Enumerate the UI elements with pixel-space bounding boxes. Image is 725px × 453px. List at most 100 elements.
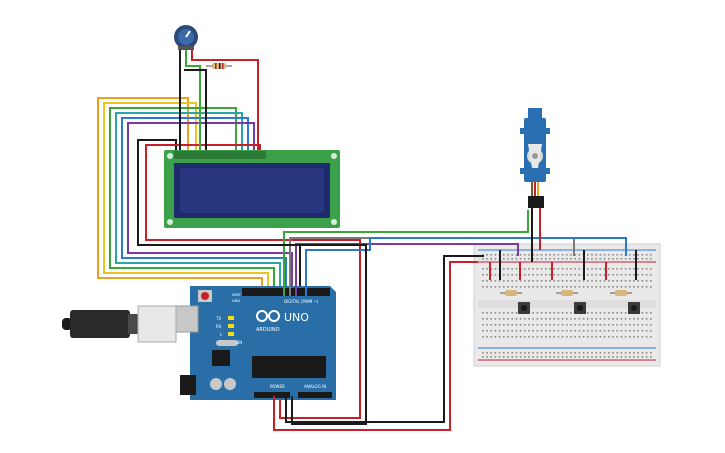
breadboard-hole (482, 280, 484, 282)
breadboard-hole (532, 352, 534, 354)
wire-green-a[interactable] (109, 107, 275, 296)
wire-black-a[interactable] (137, 139, 301, 296)
breadboard-hole (595, 318, 597, 320)
potentiometer[interactable] (174, 25, 198, 50)
breadboard-hole (498, 286, 501, 288)
breadboard-hole (536, 356, 539, 358)
breadboard-hole (612, 324, 614, 326)
breadboard-hole (641, 336, 644, 338)
breadboard-hole (503, 330, 505, 332)
breadboard-hole (498, 318, 501, 320)
breadboard-hole (566, 324, 568, 326)
breadboard-hole (620, 274, 623, 276)
wire-purple-bb[interactable] (295, 243, 519, 296)
breadboard-hole (507, 318, 509, 320)
breadboard-hole (511, 258, 513, 260)
servo-leads (531, 208, 541, 262)
wire-black-gnd-2[interactable] (138, 244, 367, 425)
breadboard-hole (553, 312, 555, 314)
breadboard-hole (536, 286, 539, 288)
breadboard-hole (532, 258, 534, 260)
breadboard-hole (536, 324, 539, 326)
uno-label: UNO (284, 311, 309, 324)
breadboard-hole (528, 324, 530, 326)
wire-yellow[interactable] (103, 102, 269, 296)
breadboard-hole (629, 254, 631, 256)
breadboard-hole (616, 274, 618, 276)
breadboard-hole (519, 324, 522, 326)
wire-purple[interactable] (127, 122, 293, 296)
resistor-2[interactable] (556, 290, 578, 296)
wire-orange[interactable] (97, 97, 263, 296)
breadboard-hole (587, 312, 589, 314)
lcd-display[interactable] (164, 150, 340, 228)
breadboard-hole (536, 336, 539, 338)
breadboard-hole (629, 352, 631, 354)
breadboard-hole (482, 356, 484, 358)
wire-teal[interactable] (115, 112, 281, 296)
breadboard-hole (553, 336, 555, 338)
breadboard-hole (624, 336, 627, 338)
breadboard-hole (595, 312, 597, 314)
breadboard-hole (641, 330, 644, 332)
breadboard-hole (595, 336, 597, 338)
breadboard-hole (566, 286, 568, 288)
breadboard-hole (498, 280, 501, 282)
breadboard-hole (612, 330, 614, 332)
breadboard-hole (587, 356, 589, 358)
wire-pot-green[interactable] (185, 48, 201, 150)
breadboard-hole (603, 280, 606, 282)
breadboard-hole (570, 274, 572, 276)
wire-red-5v[interactable] (273, 261, 478, 431)
breadboard-hole (633, 254, 635, 256)
arduino-board[interactable]: UNO ARDUINO DIGITAL (PWM ~) ANALOG IN PO… (175, 286, 336, 400)
breadboard-hole (633, 356, 635, 358)
breadboard-hole (553, 330, 555, 332)
breadboard-hole (637, 280, 639, 282)
breadboard-hole (557, 330, 560, 332)
breadboard-hole (536, 268, 539, 270)
breadboard-hole (482, 324, 484, 326)
atmega-chip (252, 356, 326, 378)
breadboard-hole (545, 254, 547, 256)
wire-black-gnd[interactable] (285, 255, 484, 423)
breadboard-hole (599, 336, 602, 338)
breadboard-hole (620, 356, 623, 358)
breadboard-hole (540, 312, 543, 314)
breadboard-hole (629, 336, 631, 338)
wire-green-servo[interactable] (283, 210, 529, 296)
wire-pot-dark[interactable] (184, 69, 207, 150)
breadboard-hole (574, 280, 576, 282)
breadboard-hole (549, 254, 551, 256)
breadboard-hole (524, 324, 526, 326)
breadboard-hole (608, 274, 610, 276)
breadboard-hole (490, 280, 492, 282)
breadboard-hole (633, 324, 635, 326)
breadboard-hole (603, 286, 606, 288)
resistor-1[interactable] (500, 290, 522, 296)
breadboard-hole (528, 274, 530, 276)
breadboard-hole (490, 352, 492, 354)
breadboard-hole (507, 352, 509, 354)
breadboard-hole (515, 258, 518, 260)
breadboard-hole (637, 254, 639, 256)
breadboard-hole (633, 274, 635, 276)
breadboard-hole (482, 336, 484, 338)
wire-blue-bb[interactable] (305, 237, 627, 296)
wire-red-a[interactable] (145, 144, 361, 419)
breadboard-hole (599, 356, 602, 358)
breadboard-hole (591, 254, 593, 256)
breadboard-hole (561, 356, 564, 358)
breadboard-hole (582, 286, 585, 288)
resistor-lcd[interactable] (206, 63, 232, 69)
breadboard-hole (549, 356, 551, 358)
breadboard-hole (536, 312, 539, 314)
servo-motor[interactable] (520, 108, 550, 182)
resistor-3[interactable] (610, 290, 632, 296)
breadboard-hole (650, 330, 652, 332)
wire-pot-red[interactable] (191, 48, 259, 150)
breadboard-hole (515, 356, 518, 358)
breadboard-hole (645, 312, 648, 314)
breadboard-hole (587, 336, 589, 338)
breadboard-hole (629, 258, 631, 260)
